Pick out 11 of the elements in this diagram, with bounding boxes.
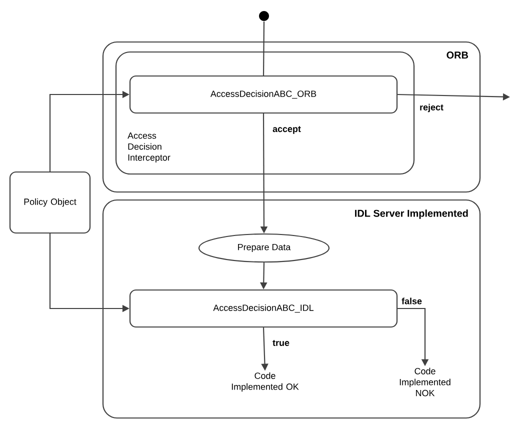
process-box: Policy Object <box>9 171 91 234</box>
edge-label: accept <box>272 125 302 135</box>
edge-label: reject <box>418 102 444 114</box>
edge-label: true <box>272 339 290 347</box>
process-box: AccessDecisionABC_IDL <box>129 289 398 328</box>
end-state-text: Code Implemented OK <box>232 372 299 392</box>
process-box: AccessDecisionABC_ORB <box>129 75 398 114</box>
start-dot <box>259 11 269 21</box>
end-state-text: Code Implemented NOK <box>400 368 450 396</box>
edge-label: false <box>400 296 423 306</box>
connector-line <box>262 22 265 76</box>
